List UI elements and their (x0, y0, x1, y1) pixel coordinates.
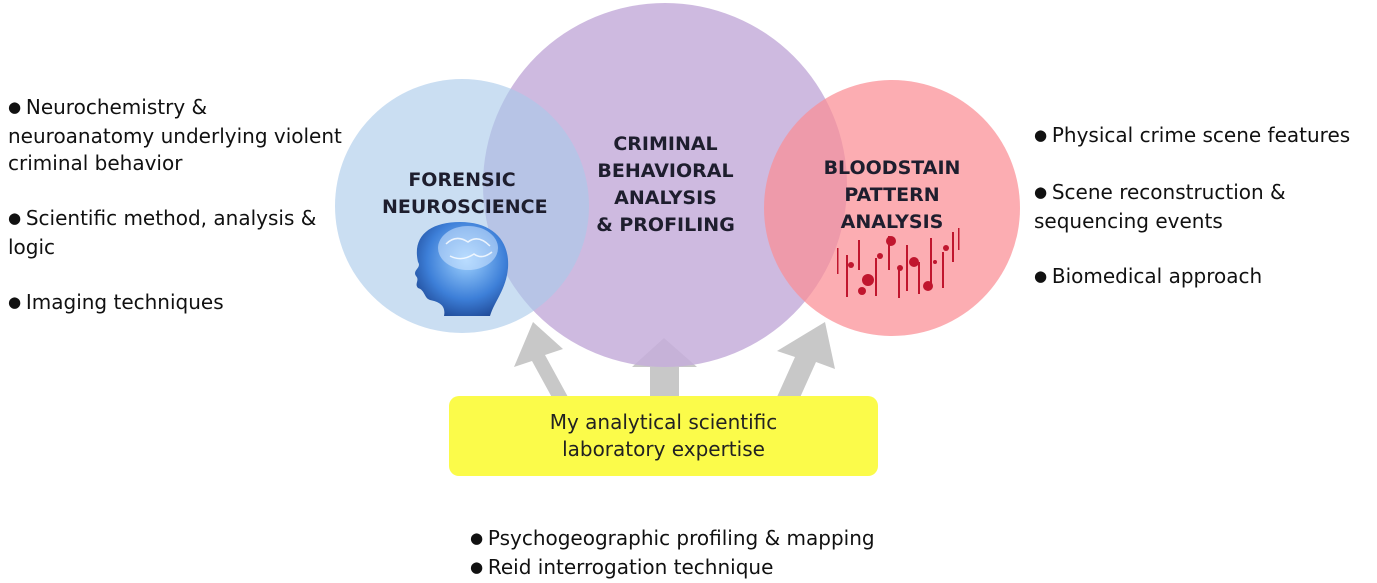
forensic-neuroscience-label: FORENSIC NEUROSCIENCE (382, 169, 548, 218)
list-item: Scientific method, analysis & logic (8, 205, 353, 261)
list-item: Neurochemistry & neuroanatomy underlying… (8, 94, 353, 177)
list-item: Reid interrogation technique (470, 554, 910, 583)
bloodstain-label: BLOODSTAIN PATTERN ANALYSIS (823, 157, 961, 233)
criminal-profiling-circle (483, 3, 847, 367)
blood-splatter-icon (837, 228, 960, 298)
up-arrow-icon (777, 322, 835, 402)
up-arrow-icon (514, 322, 568, 403)
neuroscience-bullet-list: Neurochemistry & neuroanatomy underlying… (8, 94, 353, 346)
list-item: Scene reconstruction & sequencing events (1034, 179, 1374, 235)
forensic-neuroscience-circle (335, 79, 589, 333)
brain-head-icon (415, 222, 509, 316)
list-item: Imaging techniques (8, 289, 353, 318)
list-item: Psychogeographic profiling & mapping (470, 525, 910, 554)
expertise-text: My analytical scientific laboratory expe… (549, 410, 778, 461)
bloodstain-bullet-list: Physical crime scene features Scene reco… (1034, 122, 1374, 320)
bloodstain-circle (764, 80, 1020, 336)
criminal-profiling-label: CRIMINAL BEHAVIORAL ANALYSIS & PROFILING (596, 133, 735, 236)
list-item: Biomedical approach (1034, 263, 1374, 292)
expertise-box: My analytical scientific laboratory expe… (449, 396, 878, 476)
list-item: Physical crime scene features (1034, 122, 1374, 151)
profiling-bullet-list: Psychogeographic profiling & mapping Rei… (470, 525, 910, 583)
